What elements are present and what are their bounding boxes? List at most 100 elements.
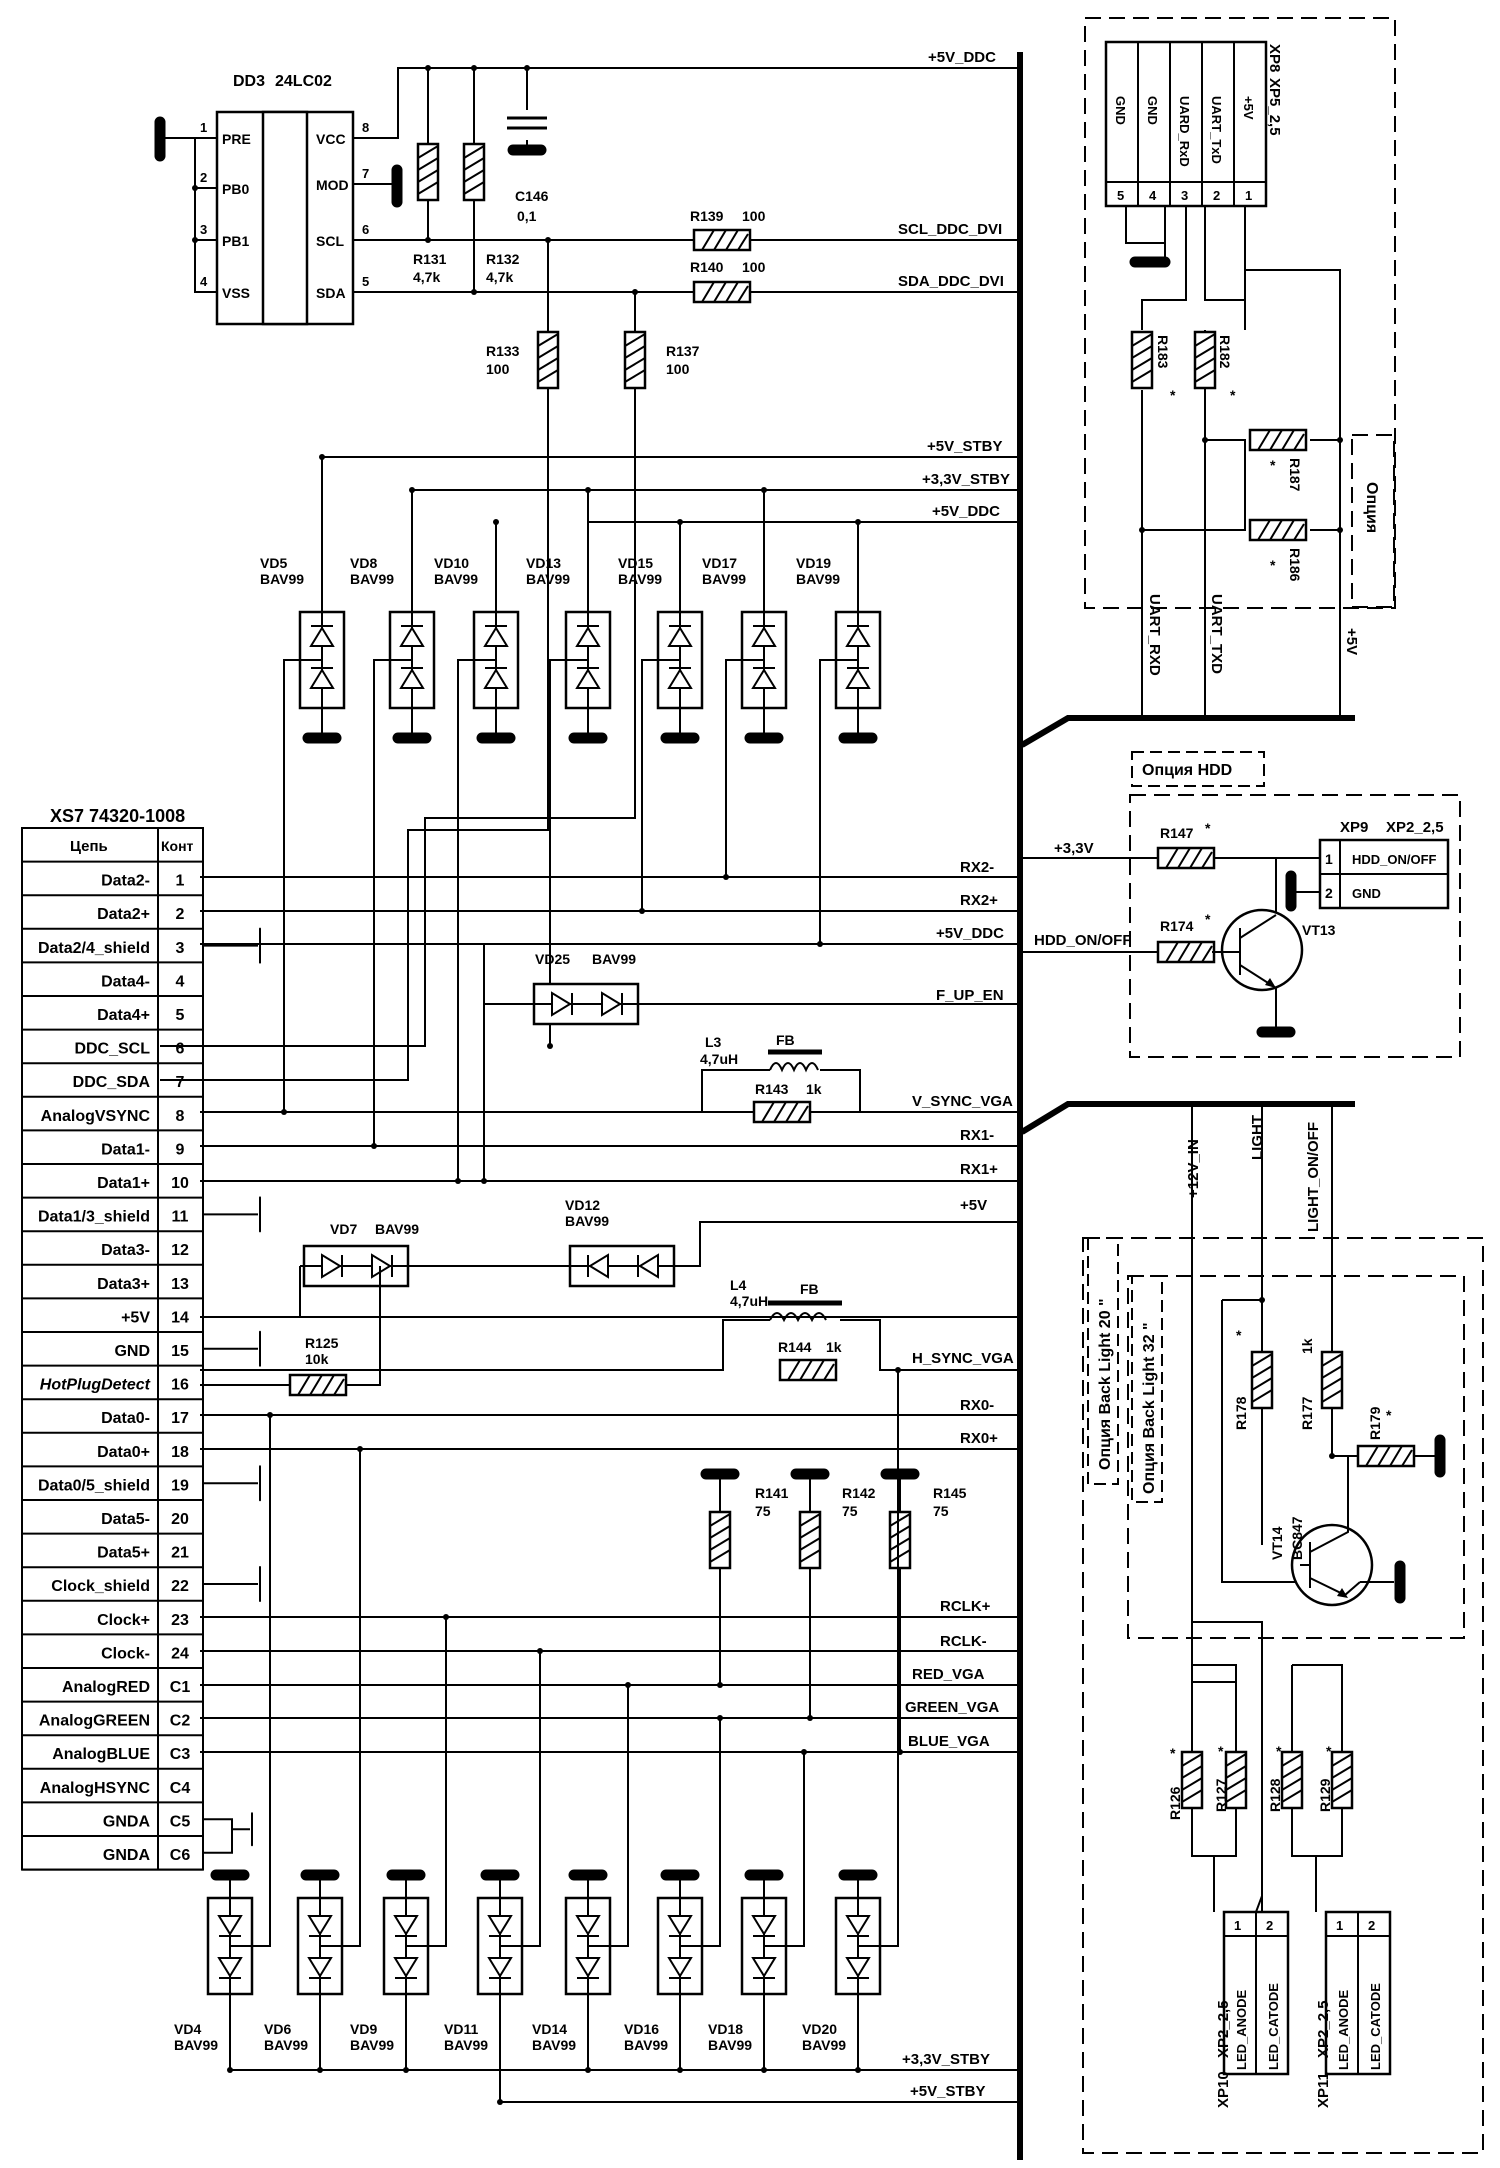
eeprom-pin-name: VSS	[222, 285, 250, 301]
hdd-option-block: Опция HDD +3,3V R147 * HDD_ON/OFF R174 *…	[1022, 751, 1461, 1058]
svg-text:+5V_STBY: +5V_STBY	[910, 2083, 985, 2100]
diode-ref: VD13	[526, 555, 561, 571]
svg-text:RX2+: RX2+	[960, 892, 998, 909]
backlight-option-block: Опция Back Light 20 " Опция Back Light 3…	[1082, 1104, 1484, 2154]
svg-text:+5V: +5V	[960, 1197, 987, 1214]
svg-text:R139: R139	[690, 208, 724, 224]
diode-part: BAV99	[350, 2037, 394, 2053]
diode-ref: VD5	[260, 555, 287, 571]
svg-text:1k: 1k	[1299, 1338, 1315, 1354]
eeprom-pin-num: 6	[362, 222, 369, 237]
svg-text:GREEN_VGA: GREEN_VGA	[905, 1699, 999, 1716]
conn-net-label: AnalogBLUE	[52, 1746, 150, 1763]
xp8-pin-name: +5V	[1241, 96, 1256, 120]
svg-text:75: 75	[842, 1503, 858, 1519]
eeprom-pin-name: SDA	[316, 285, 346, 301]
conn-net-label: GND	[114, 1343, 150, 1360]
conn-net-label: Data4-	[101, 973, 150, 990]
svg-text:SDA_DDC_DVI: SDA_DDC_DVI	[898, 273, 1004, 290]
svg-text:*: *	[1386, 1407, 1392, 1423]
conn-net-label: Data3+	[97, 1276, 150, 1293]
svg-text:+3,3V: +3,3V	[1054, 840, 1094, 857]
svg-text:R144: R144	[778, 1339, 812, 1355]
svg-text:R132: R132	[486, 251, 520, 267]
svg-text:Опция Back Light 32 ": Опция Back Light 32 "	[1141, 1322, 1158, 1494]
conn-pin-label: 23	[171, 1612, 189, 1629]
svg-text:XP11: XP11	[1315, 2072, 1332, 2108]
svg-text:4,7uH: 4,7uH	[700, 1051, 738, 1067]
svg-text:RCLK+: RCLK+	[940, 1598, 991, 1615]
conn-net-label: AnalogHSYNC	[40, 1780, 151, 1797]
conn-pin-label: 20	[171, 1511, 189, 1528]
conn-net-label: +5V	[121, 1309, 150, 1326]
conn-pin-label: 10	[171, 1175, 189, 1192]
conn-pin-label: C2	[170, 1713, 191, 1730]
xp10-pin-name: LED_CATODE	[1266, 1983, 1281, 2070]
svg-text:RED_VGA: RED_VGA	[912, 1666, 985, 1683]
diode-ref: VD17	[702, 555, 737, 571]
svg-text:R126: R126	[1167, 1786, 1183, 1820]
svg-text:+3,3V_STBY: +3,3V_STBY	[902, 2051, 990, 2068]
svg-text:RX1+: RX1+	[960, 1161, 998, 1178]
conn-pin-label: 21	[171, 1545, 189, 1562]
svg-text:R182: R182	[1217, 335, 1233, 369]
conn-pin-label: 9	[176, 1141, 185, 1158]
svg-text:Опция HDD: Опция HDD	[1142, 762, 1232, 779]
conn-net-label: GNDA	[103, 1813, 151, 1830]
svg-text:100: 100	[486, 361, 510, 377]
svg-text:+12V_IN: +12V_IN	[1185, 1139, 1202, 1198]
svg-text:XP9: XP9	[1340, 819, 1368, 836]
conn-pin-label: 11	[172, 1209, 189, 1226]
conn-net-label: Data0/5_shield	[38, 1477, 150, 1494]
svg-text:VT13: VT13	[1302, 922, 1336, 938]
conn-pin-label: C6	[170, 1847, 191, 1864]
conn-pin-label: 13	[171, 1276, 189, 1293]
svg-text:LIGHT_ON/OFF: LIGHT_ON/OFF	[1305, 1122, 1322, 1232]
svg-text:100: 100	[742, 208, 766, 224]
svg-text:BAV99: BAV99	[375, 1221, 419, 1237]
conn-pin-label: 24	[171, 1645, 189, 1662]
conn-pin-label: C1	[170, 1679, 191, 1696]
conn-net-label: AnalogVSYNC	[41, 1108, 151, 1125]
conn-net-label: Data1+	[97, 1175, 150, 1192]
xp8-pin-num: 1	[1245, 188, 1252, 203]
diode-part: BAV99	[350, 571, 394, 587]
diode-part: BAV99	[434, 571, 478, 587]
diode-part: BAV99	[526, 571, 570, 587]
svg-text:H_SYNC_VGA: H_SYNC_VGA	[912, 1350, 1014, 1367]
svg-text:R125: R125	[305, 1335, 339, 1351]
svg-text:R186: R186	[1287, 548, 1303, 582]
conn-net-label: Data2-	[101, 873, 150, 890]
diode-part: BAV99	[618, 571, 662, 587]
eeprom-part: 24LC02	[275, 73, 332, 90]
svg-text:+5V_DDC: +5V_DDC	[932, 503, 1000, 520]
svg-text:XP10: XP10	[1215, 2071, 1232, 2108]
svg-text:R133: R133	[486, 343, 520, 359]
svg-text:BLUE_VGA: BLUE_VGA	[908, 1733, 990, 1750]
diode-ref: VD19	[796, 555, 831, 571]
svg-text:RX0+: RX0+	[960, 1430, 998, 1447]
svg-text:R137: R137	[666, 343, 700, 359]
conn-net-label: Data1-	[101, 1141, 150, 1158]
xp8-pin-num: 5	[1117, 188, 1124, 203]
conn-pin-label: 1	[176, 873, 185, 890]
svg-text:4,7k: 4,7k	[486, 269, 513, 285]
svg-text:*: *	[1218, 1743, 1224, 1759]
diode-part: BAV99	[624, 2037, 668, 2053]
svg-text:4,7uH: 4,7uH	[730, 1293, 768, 1309]
col-net-header: Цепь	[70, 838, 108, 855]
svg-text:*: *	[1170, 1745, 1176, 1761]
svg-text:RX0-: RX0-	[960, 1397, 994, 1414]
conn-net-label: GNDA	[103, 1847, 151, 1864]
eeprom-pin-name: VCC	[316, 131, 346, 147]
svg-text:V_SYNC_VGA: V_SYNC_VGA	[912, 1093, 1013, 1110]
conn-pin-label: C3	[170, 1746, 191, 1763]
svg-text:Опция: Опция	[1363, 482, 1380, 533]
svg-text:R131: R131	[413, 251, 447, 267]
conn-pin-label: 6	[176, 1041, 185, 1058]
svg-text:F_UP_EN: F_UP_EN	[936, 987, 1004, 1004]
svg-text:R179: R179	[1367, 1406, 1383, 1440]
svg-text:R183: R183	[1155, 335, 1171, 369]
svg-text:XP8: XP8	[1266, 44, 1283, 72]
svg-text:XP2_2,5: XP2_2,5	[1215, 2000, 1232, 2058]
